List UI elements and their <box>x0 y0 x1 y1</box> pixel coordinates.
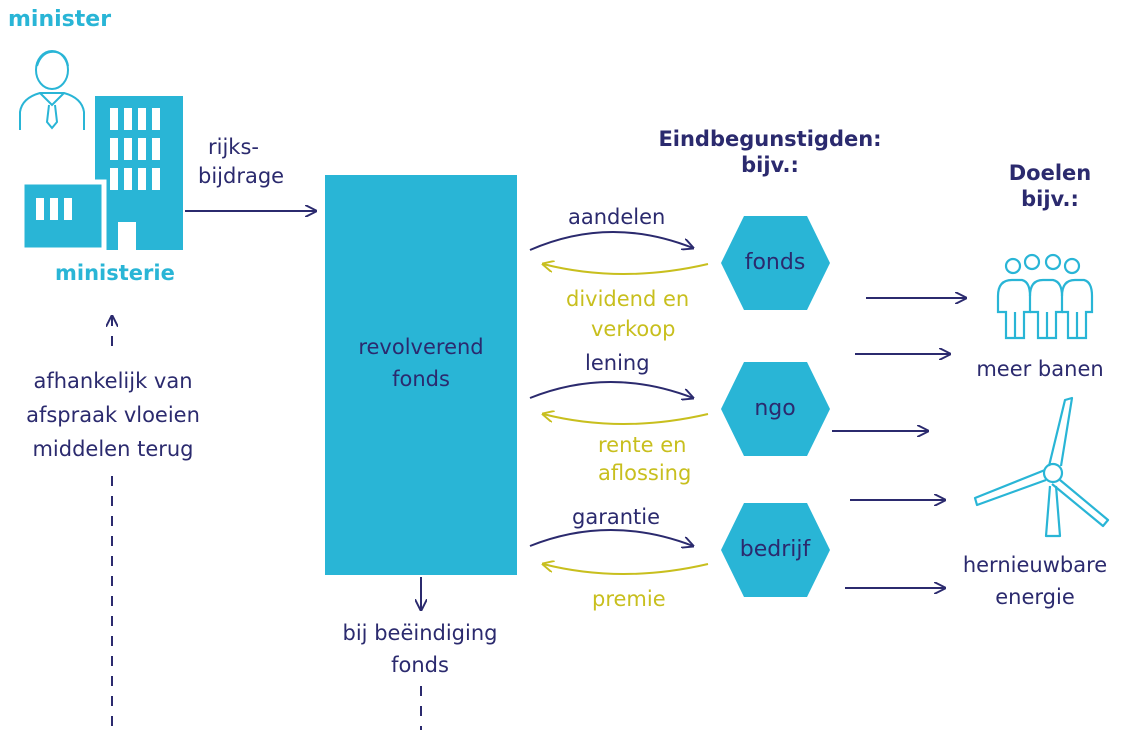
flow-label-rente-line1: rente en <box>598 433 687 457</box>
contribution-label-line2: bijdrage <box>198 164 285 188</box>
ministry-building-icon <box>19 96 183 253</box>
fund-end-label-line2: fonds <box>391 653 449 677</box>
beneficiaries-title-line2: bijv.: <box>741 153 799 177</box>
beneficiaries-title-line1: Eindbegunstigden: <box>658 127 882 151</box>
flow-label-rente-line2: aflossing <box>598 461 692 485</box>
fund-label-line2: fonds <box>392 367 450 391</box>
beneficiary-hexagon-ngo <box>721 362 830 456</box>
goal-label-energy-line2: energie <box>995 585 1075 609</box>
flow-label-lening: lening <box>585 351 650 375</box>
people-icon <box>996 253 1094 340</box>
minister-label: minister <box>8 7 112 32</box>
flow-arrow-garantie <box>529 529 693 546</box>
contribution-label-line1: rijks- <box>208 135 259 159</box>
goal-label-jobs: meer banen <box>976 357 1104 381</box>
beneficiary-label-ngo: ngo <box>754 396 796 421</box>
fund-label-line1: revolverend <box>358 335 484 359</box>
wind-turbine-icon <box>973 396 1110 538</box>
ministry-label: ministerie <box>55 261 175 285</box>
return-note-line1: afhankelijk van <box>33 369 193 393</box>
goals-title-line2: bijv.: <box>1021 187 1079 211</box>
flow-arrow-rente <box>543 414 709 425</box>
flow-label-dividend-line2: verkoop <box>591 317 676 341</box>
minister-person-icon <box>19 50 85 130</box>
flow-label-premie: premie <box>592 587 666 611</box>
return-note-line2: afspraak vloeien <box>26 403 200 427</box>
beneficiary-hexagon-bedrijf <box>721 503 830 597</box>
goals-title-line1: Doelen <box>1008 161 1092 185</box>
flow-arrow-aandelen <box>529 231 693 251</box>
beneficiary-label-fonds: fonds <box>744 250 806 275</box>
beneficiary-label-bedrijf: bedrijf <box>739 537 811 562</box>
beneficiary-hexagon-fonds <box>721 216 830 310</box>
goal-label-energy-line1: hernieuwbare <box>962 553 1108 577</box>
revolving-fund-block <box>325 175 517 575</box>
flow-label-aandelen: aandelen <box>568 205 666 229</box>
fund-end-label-line1: bij beëindiging <box>342 621 498 645</box>
flow-arrow-dividend <box>543 264 709 275</box>
flow-label-garantie: garantie <box>572 505 660 529</box>
return-note-line3: middelen terug <box>32 437 194 461</box>
flow-label-dividend-line1: dividend en <box>566 287 690 311</box>
flow-arrow-premie <box>543 564 709 575</box>
flow-arrow-lening <box>529 381 693 398</box>
